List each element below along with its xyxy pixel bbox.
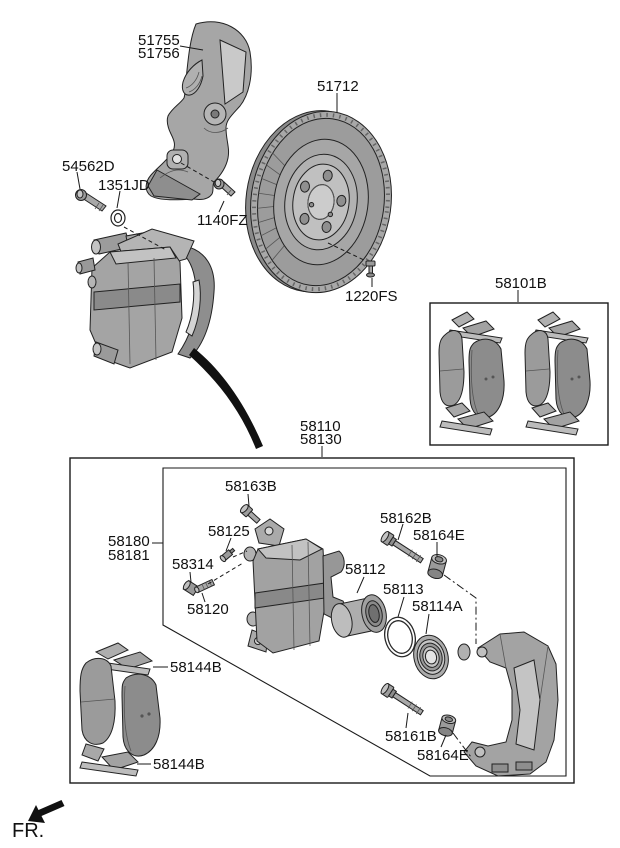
rod-cap-upper-drawing [427, 554, 447, 580]
caliper-assembly-drawing [75, 228, 215, 369]
label-58114a[interactable]: 58114A [412, 598, 463, 615]
fr-label: FR. [12, 820, 44, 842]
pad-kit-box [429, 302, 609, 446]
rod-cap-lower-drawing [438, 714, 457, 737]
guide-pin-drawing [194, 578, 216, 594]
label-58130[interactable]: 58130 [300, 431, 342, 448]
caliper-body-drawing [243, 518, 346, 654]
label-51756[interactable]: 51756 [138, 45, 180, 62]
label-58162b[interactable]: 58162B [380, 510, 432, 527]
label-1351jd[interactable]: 1351JD [98, 177, 150, 194]
guide-rod-upper-drawing [380, 531, 424, 564]
bolt-54562d-drawing [75, 189, 107, 212]
fr-direction-arrow-icon [28, 800, 65, 823]
label-58164e-upper[interactable]: 58164E [413, 527, 465, 544]
label-58120[interactable]: 58120 [187, 601, 229, 618]
piston-drawing [330, 594, 387, 638]
label-51755[interactable]: 51755 [138, 32, 180, 49]
carrier-bracket-drawing [457, 631, 559, 777]
exploded-view-swoosh-arrow [189, 348, 263, 449]
leader-lines [76, 45, 519, 765]
pad-and-clips-drawing [79, 642, 161, 777]
label-58110[interactable]: 58110 [300, 418, 341, 435]
label-58144b-upper[interactable]: 58144B [170, 659, 222, 676]
label-58101b[interactable]: 58101B [495, 275, 547, 292]
label-58163b[interactable]: 58163B [225, 478, 277, 495]
label-58314[interactable]: 58314 [172, 556, 214, 573]
piston-seal-drawing [384, 616, 416, 658]
label-54562d[interactable]: 54562D [62, 158, 115, 175]
screw-1220fs-drawing [365, 260, 376, 278]
label-58180[interactable]: 58180 [108, 533, 150, 550]
piston-boot-drawing [413, 634, 449, 680]
label-58181[interactable]: 58181 [108, 547, 150, 564]
bleeder-screw-drawing [219, 547, 236, 563]
label-58144b-lower[interactable]: 58144B [153, 756, 205, 773]
label-51712[interactable]: 51712 [317, 78, 359, 95]
dust-shield-drawing [145, 21, 252, 201]
bolt-1140fz-drawing [213, 178, 236, 197]
bushing-58314-drawing [182, 579, 200, 597]
label-58125[interactable]: 58125 [208, 523, 250, 540]
label-1140fz[interactable]: 1140FZ [197, 212, 248, 229]
label-58112[interactable]: 58112 [345, 561, 386, 578]
label-58113[interactable]: 58113 [383, 581, 424, 598]
label-58161b[interactable]: 58161B [385, 728, 437, 745]
label-1220fs[interactable]: 1220FS [345, 288, 398, 305]
label-58164e-lower[interactable]: 58164E [417, 747, 469, 764]
guide-rod-lower-drawing [380, 683, 424, 716]
cap-58163b-drawing [239, 504, 261, 524]
washer-1351jd-drawing [110, 209, 126, 227]
brake-disc-drawing [245, 110, 392, 294]
